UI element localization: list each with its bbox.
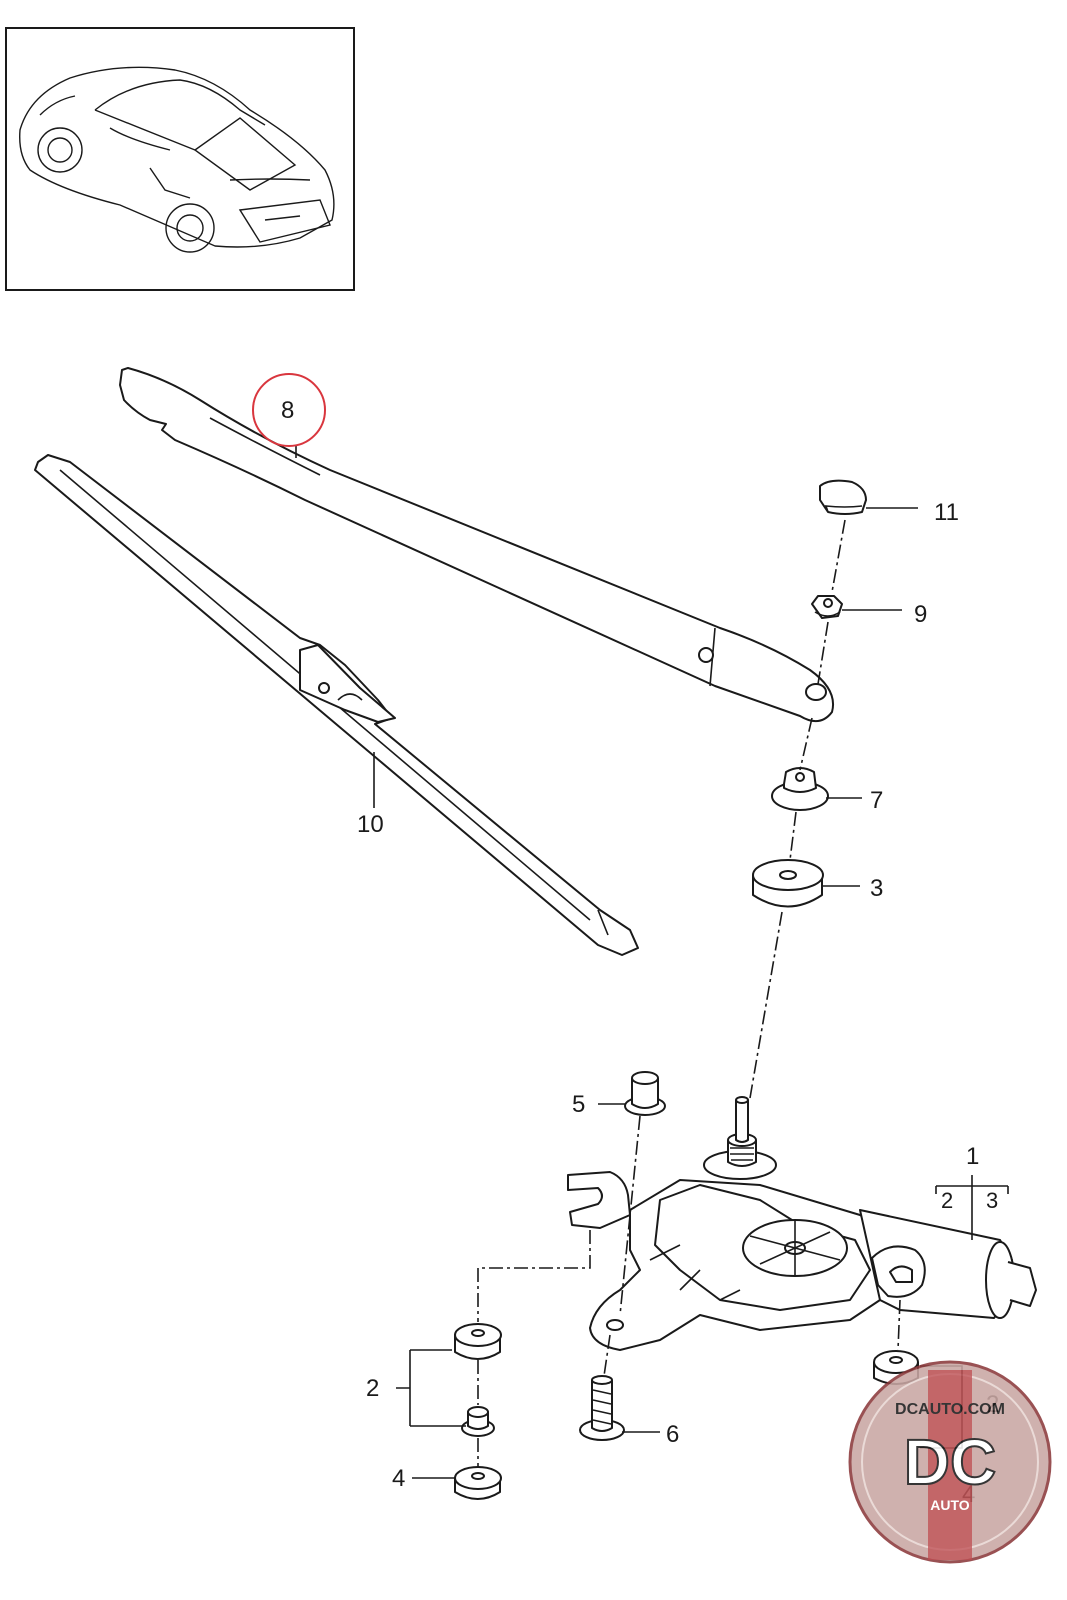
callout-2-left: 2 <box>366 1375 379 1402</box>
wiper-arm <box>119 367 834 723</box>
callout-7: 7 <box>870 787 883 814</box>
watermark-sub: AUTO <box>930 1497 970 1513</box>
bolt <box>579 1375 625 1441</box>
callout-1-sub-3: 3 <box>986 1188 998 1213</box>
callout-10: 10 <box>357 811 384 838</box>
flange-nut <box>771 767 829 811</box>
callout-11: 11 <box>934 499 959 526</box>
hex-nut <box>811 595 843 619</box>
callout-6: 6 <box>666 1421 679 1448</box>
watermark-logo-text: DC <box>904 1426 996 1498</box>
vehicle-thumbnail <box>5 27 355 291</box>
callout-1-sub-2: 2 <box>941 1188 953 1213</box>
cover-cap <box>819 479 867 515</box>
rubber-bushing <box>752 859 824 908</box>
wiper-motor <box>567 1096 1037 1351</box>
grommet <box>624 1071 666 1116</box>
car-outline-icon <box>19 66 335 253</box>
watermark-domain: DCAUTO.COM <box>895 1401 1005 1418</box>
callout-8: 8 <box>281 397 294 424</box>
highlight-ring <box>252 373 326 447</box>
wiper-blade <box>34 454 639 956</box>
callout-3: 3 <box>870 875 883 902</box>
callout-5: 5 <box>572 1091 585 1118</box>
callout-9: 9 <box>914 601 927 628</box>
assembly-axes <box>477 519 901 1468</box>
callout-1: 1 <box>966 1143 979 1170</box>
dcauto-watermark-logo: DCAUTO.COM DC AUTO <box>848 1360 1052 1564</box>
callout-4-left: 4 <box>392 1465 405 1492</box>
left-mount-stack <box>454 1323 502 1500</box>
